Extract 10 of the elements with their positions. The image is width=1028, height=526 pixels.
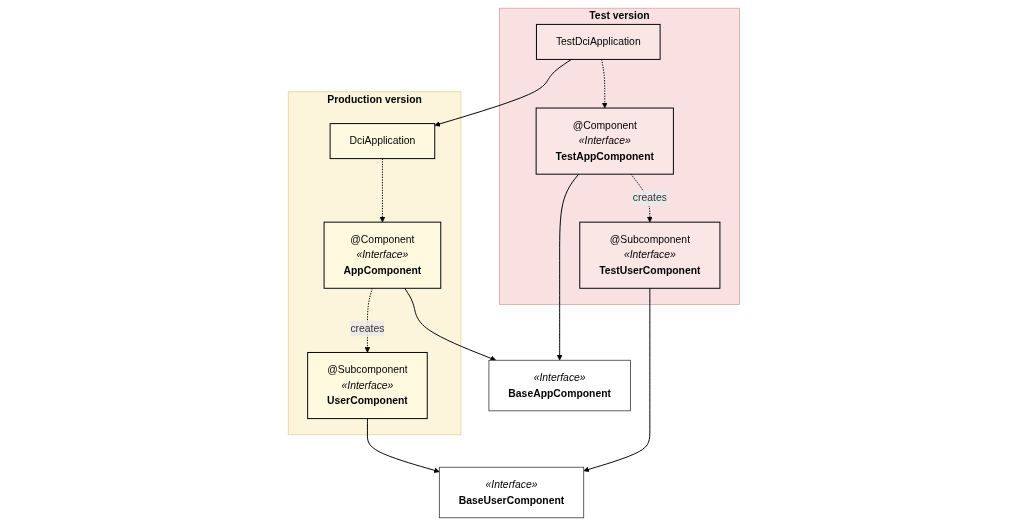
node-box: @Component «Interface» AppComponent (323, 221, 442, 289)
edge-label: creates (350, 322, 385, 334)
node-box: @Subcomponent «Interface» UserComponent (307, 352, 428, 420)
node-box: TestDciApplication (536, 23, 661, 60)
node-box: @Subcomponent «Interface» TestUserComponent (579, 221, 721, 289)
edge-label: creates (633, 192, 668, 204)
node-box: «Interface» BaseAppComponent (488, 359, 631, 412)
node-box: DciApplication (329, 123, 436, 160)
node-box: «Interface» BaseUserComponent (439, 466, 585, 519)
node-box: @Component «Interface» TestAppComponent (535, 107, 675, 175)
